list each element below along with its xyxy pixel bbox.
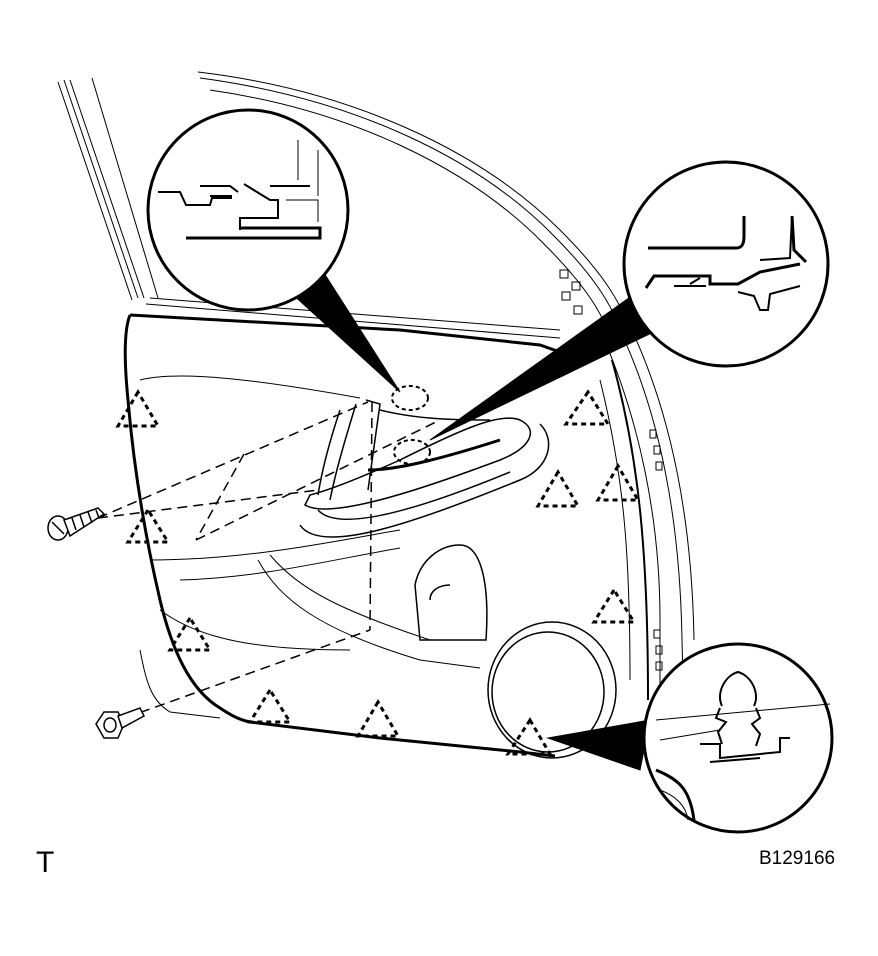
figure-id: B129166 <box>759 848 836 869</box>
bolt-icon <box>95 707 145 739</box>
clip-marker-4 <box>247 687 293 724</box>
screw-icon <box>47 507 106 541</box>
door-edge-holes <box>559 269 663 671</box>
detail-view-clip <box>546 642 834 834</box>
detail-view-upper-left <box>146 108 401 393</box>
detail-view-upper-right <box>429 160 830 441</box>
clip-marker-6 <box>505 717 553 756</box>
clip-marker-1 <box>115 389 161 428</box>
door-window-frame <box>57 71 695 721</box>
claw-circle-lower <box>393 439 431 465</box>
clip-icon <box>655 670 831 821</box>
clip-marker-9 <box>595 463 641 502</box>
claw-location-circles <box>391 385 431 465</box>
claw-circle-upper <box>391 385 429 411</box>
clip-markers <box>115 389 641 756</box>
clip-marker-5 <box>355 699 401 738</box>
clip-marker-2 <box>125 507 171 544</box>
door-trim-panel <box>123 313 649 758</box>
orientation-mark: T <box>36 846 55 879</box>
clip-marker-8 <box>535 469 581 508</box>
screw-guide-lines <box>97 401 441 719</box>
speaker <box>414 544 617 759</box>
armrest-handle <box>299 399 550 538</box>
clip-marker-10 <box>591 587 637 624</box>
clip-marker-3 <box>167 615 213 652</box>
clip-marker-7 <box>563 389 611 426</box>
